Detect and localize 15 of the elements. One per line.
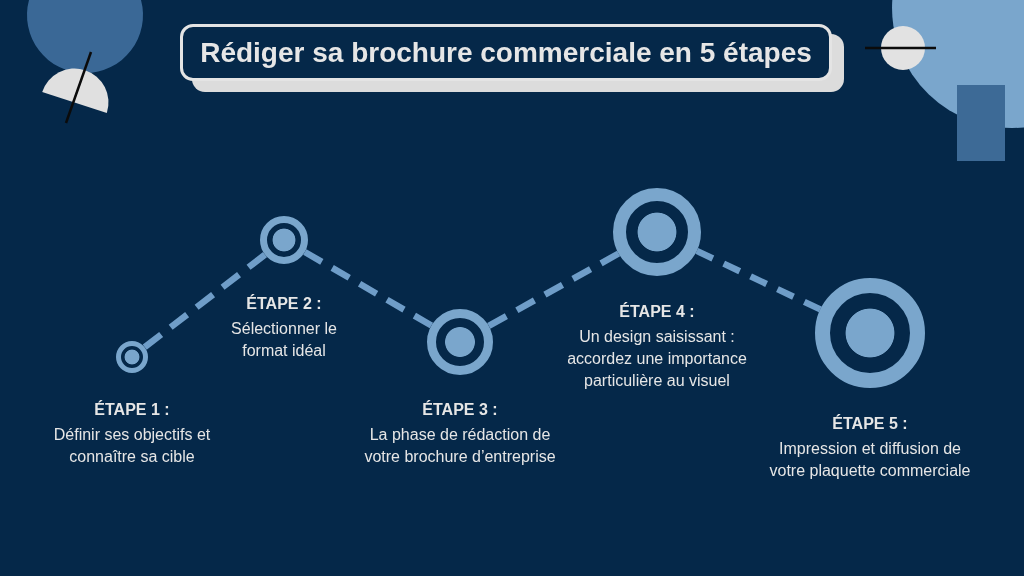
dashed-connector [303, 249, 434, 329]
step-heading: ÉTAPE 3 : [421, 399, 499, 420]
dashed-connector [142, 252, 267, 350]
step-description: La phase de rédaction de votre brochure d’entreprise [363, 425, 557, 467]
title-banner: Rédiger sa brochure commerciale en 5 étapes [180, 24, 832, 81]
step-description: Impression et diffusion de votre plaquette commerciale [768, 439, 972, 481]
step-description: Définir ses objectifs et connaître sa cible [52, 425, 212, 467]
step-heading: ÉTAPE 5 : [831, 413, 909, 434]
step-description: Sélectionner le format idéal [230, 319, 338, 361]
step-heading: ÉTAPE 1 : [93, 399, 171, 420]
step-heading: ÉTAPE 2 : [245, 293, 323, 314]
dashed-connector [695, 247, 822, 313]
dashed-connector [487, 250, 621, 329]
step-heading: ÉTAPE 4 : [618, 301, 696, 322]
step-description: Un design saisissant : accordez une importance particulière au visuel [566, 327, 748, 391]
